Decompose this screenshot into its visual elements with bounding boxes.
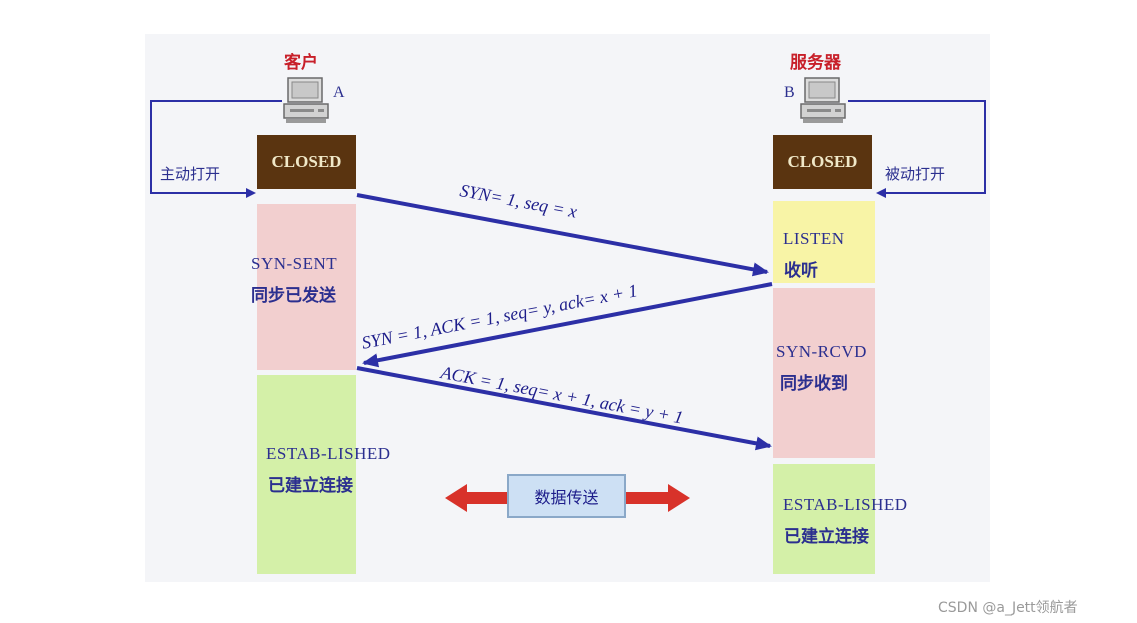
computer-icon: [800, 77, 846, 123]
active-open-label: 主动打开: [160, 165, 221, 183]
listen-zh-label: 收听: [784, 261, 818, 281]
server-established-label: ESTAB-LISHED: [783, 495, 908, 514]
server-title: 服务器: [790, 53, 841, 73]
listen-label: LISTEN: [783, 229, 845, 248]
server-established-zh-label: 已建立连接: [784, 527, 869, 547]
server-established-bar: [773, 464, 875, 574]
client-letter: A: [333, 84, 345, 101]
client-established-bar: [257, 375, 356, 574]
syn-arrow: [356, 193, 769, 277]
syn-rcvd-zh-label: 同步收到: [780, 374, 848, 394]
data-transfer-box: 数据传送: [507, 474, 626, 518]
syn-ack-arrow: [362, 282, 773, 368]
client-closed-box: CLOSED: [257, 135, 356, 189]
syn-sent-label: SYN-SENT: [251, 254, 338, 273]
server-listen-bar: [773, 201, 875, 283]
syn-sent-zh-label: 同步已发送: [251, 286, 336, 306]
passive-open-label: 被动打开: [885, 165, 946, 183]
watermark: CSDN @a_Jett领航者: [938, 600, 1078, 616]
server-letter: B: [784, 84, 795, 101]
client-title: 客户: [284, 53, 318, 73]
server-closed-box: CLOSED: [773, 135, 872, 189]
computer-icon: [283, 77, 329, 123]
server-syn-rcvd-bar: [773, 288, 875, 458]
ack-arrow: [356, 366, 772, 451]
syn-rcvd-label: SYN-RCVD: [776, 342, 867, 361]
client-established-label: ESTAB-LISHED: [266, 444, 391, 463]
client-syn-sent-bar: [257, 204, 356, 370]
client-established-zh-label: 已建立连接: [268, 476, 353, 496]
